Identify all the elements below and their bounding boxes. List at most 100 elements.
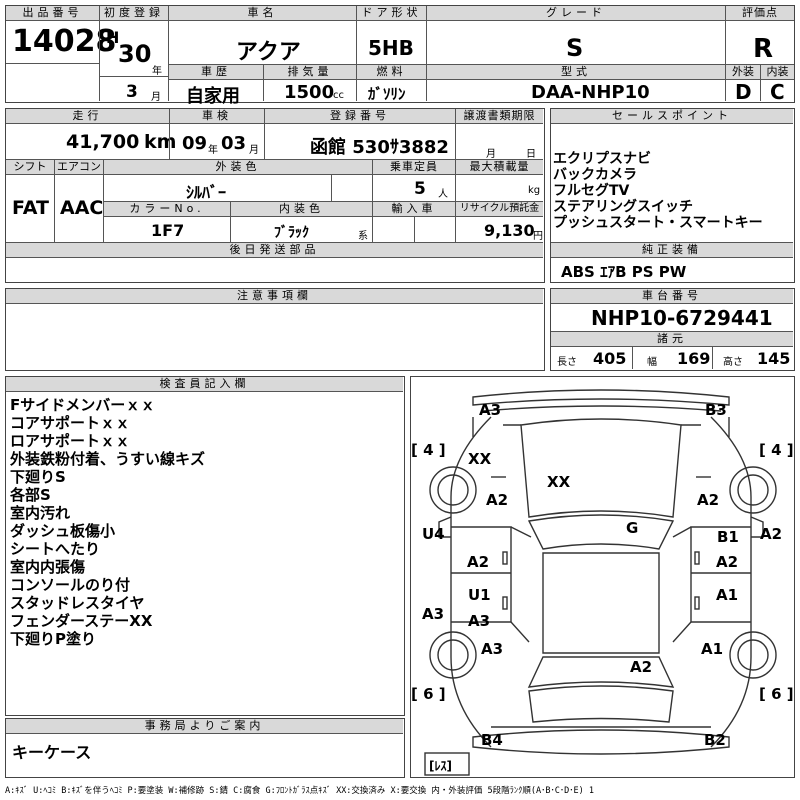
int-color-label: 内装色 — [231, 202, 372, 217]
mileage-unit: km — [144, 131, 177, 153]
mileage-label: 走行 — [6, 109, 169, 124]
mark-roof: G — [626, 519, 639, 537]
displacement-label: 排気量 — [264, 65, 356, 80]
sales-point: ステアリングスイッチ — [553, 199, 693, 215]
history: 自家用 — [186, 86, 240, 107]
mark-tire-rear-right: [ 6 ] — [759, 685, 794, 703]
exterior-label: 外装 — [726, 65, 760, 80]
sales-point: フルセグTV — [553, 183, 630, 199]
color-no: 1F7 — [151, 221, 185, 240]
sales-point: プッシュスタート・スマートキー — [553, 215, 763, 231]
office-text: キーケース — [12, 743, 92, 762]
capacity-label: 乗車定員 — [373, 160, 455, 175]
dims-label: 諸元 — [551, 332, 793, 347]
lot-label: 出品番号 — [6, 6, 99, 21]
remark-line: ロアサポートｘｘ — [10, 432, 131, 450]
remark-line: 下廻りS — [10, 468, 66, 486]
ac-label: エアコン — [55, 160, 103, 175]
sales-points-label: セールスポイント — [551, 109, 793, 124]
reg-month: 3 — [126, 82, 138, 102]
recycle-unit: 円 — [533, 231, 543, 242]
mark-left-rear-door: A3 — [468, 612, 491, 630]
import-label: 輸入車 — [373, 202, 455, 217]
shift: FAT — [12, 197, 49, 219]
transfer-day: 日 — [526, 149, 536, 160]
era: H — [106, 28, 120, 47]
year-unit: 年 — [152, 66, 162, 77]
length: 405 — [593, 349, 627, 368]
mark-left-rear-fender: A3 — [481, 640, 504, 658]
remark-line: フェンダーステーXX — [10, 612, 153, 630]
sales-points-list: エクリプスナビ バックカメラ フルセグTV ステアリングスイッチ プッシュスター… — [553, 151, 763, 231]
vehicle-detail-section: 走行 41,700 km 車検 09 年 03 月 登録番号 函館 530ｻ38… — [5, 108, 545, 283]
mark-left-front-door: A2 — [467, 553, 490, 571]
height-label: 高さ — [723, 357, 743, 368]
mark-left-mirror: U4 — [422, 525, 445, 543]
color-no-label: カラーNo. — [104, 202, 230, 217]
office-label: 事務局よりご案内 — [6, 719, 403, 734]
grade-label: グレード — [427, 6, 725, 21]
recycle-label: リサイクル預託金 — [456, 202, 543, 217]
cc-unit: cc — [333, 90, 344, 101]
mark-right-rear-door: A1 — [716, 586, 739, 604]
ac: AAC — [60, 197, 104, 219]
mark-tire-front-right: [ 4 ] — [759, 441, 794, 459]
car-name: アクア — [236, 40, 301, 65]
mark-front-left-corner: A3 — [479, 401, 502, 419]
equipment-label: 純正装備 — [551, 243, 793, 258]
inspector-section: 検査員記入欄 Fサイドメンバーｘｘ コアサポートｘｘ ロアサポートｘｘ 外装鉄粉… — [5, 376, 405, 716]
model-label: 型式 — [427, 65, 725, 80]
remark-line: シートへたり — [10, 540, 101, 558]
mark-left-side: A3 — [422, 605, 445, 623]
transfer-label: 譲渡書類期限 — [456, 109, 543, 124]
width: 169 — [677, 349, 711, 368]
notes-label: 注意事項欄 — [6, 289, 543, 304]
displacement: 1500 — [284, 82, 335, 103]
load-label: 最大積載量 — [456, 160, 543, 175]
remark-line: Fサイドメンバーｘｘ — [10, 396, 156, 414]
lot-number: 14028 — [12, 24, 117, 59]
car-name-label: 車名 — [169, 6, 356, 21]
sales-points-section: セールスポイント エクリプスナビ バックカメラ フルセグTV ステアリングスイッ… — [550, 108, 795, 283]
mark-rear-right-corner: B2 — [704, 731, 726, 749]
inspector-label: 検査員記入欄 — [6, 377, 403, 392]
mark-right-rear-fender: A1 — [701, 640, 724, 658]
capacity: 5 — [414, 179, 426, 199]
mark-trunk: A2 — [630, 658, 653, 676]
later-parts-label: 後日発送部品 — [6, 243, 543, 258]
color: ｼﾙﾊﾞｰ — [186, 183, 227, 202]
mark-rear-left-corner: B4 — [481, 731, 503, 749]
mark-right-front-fender: A2 — [697, 491, 720, 509]
mark-left-rear-door-u: U1 — [468, 586, 491, 604]
remark-line: 外装鉄粉付着、うすい線キズ — [10, 450, 206, 468]
remark-line: 下廻りP塗り — [10, 630, 96, 648]
mark-right-front-door: A2 — [716, 553, 739, 571]
capacity-unit: 人 — [438, 189, 448, 200]
height: 145 — [757, 349, 791, 368]
remark-line: ダッシュ板傷小 — [10, 522, 116, 540]
insp-year-unit: 年 — [208, 145, 218, 156]
mark-left-fender-top: XX — [468, 450, 492, 468]
mileage: 41,700 — [66, 131, 140, 153]
width-label: 幅 — [647, 357, 657, 368]
recycle-fee: 9,130 — [484, 221, 535, 240]
exterior-grade: D — [735, 80, 752, 104]
mark-hood: XX — [547, 473, 571, 491]
inspector-remarks: Fサイドメンバーｘｘ コアサポートｘｘ ロアサポートｘｘ 外装鉄粉付着、うすい線… — [10, 396, 205, 648]
door-label: ドア形状 — [357, 6, 426, 21]
model: DAA-NHP10 — [531, 82, 650, 103]
fuel-label: 燃料 — [357, 65, 426, 80]
remark-line: 各部S — [10, 486, 51, 504]
door-type: 5HB — [368, 36, 414, 60]
chassis-section: 車台番号 NHP10-6729441 諸元 長さ 405 幅 169 高さ 14… — [550, 288, 795, 371]
remark-line: 室内汚れ — [10, 504, 71, 522]
load-unit: kg — [528, 185, 541, 196]
history-label: 車歴 — [169, 65, 263, 80]
office-section: 事務局よりご案内 キーケース — [5, 718, 405, 778]
fuel: ｶﾞｿﾘﾝ — [368, 85, 406, 103]
insp-month-unit: 月 — [249, 145, 259, 156]
int-color-unit: 系 — [358, 231, 368, 242]
inspection-year: 09 — [182, 133, 208, 154]
interior-grade: C — [770, 80, 785, 104]
mark-front-right-corner: B3 — [705, 401, 727, 419]
